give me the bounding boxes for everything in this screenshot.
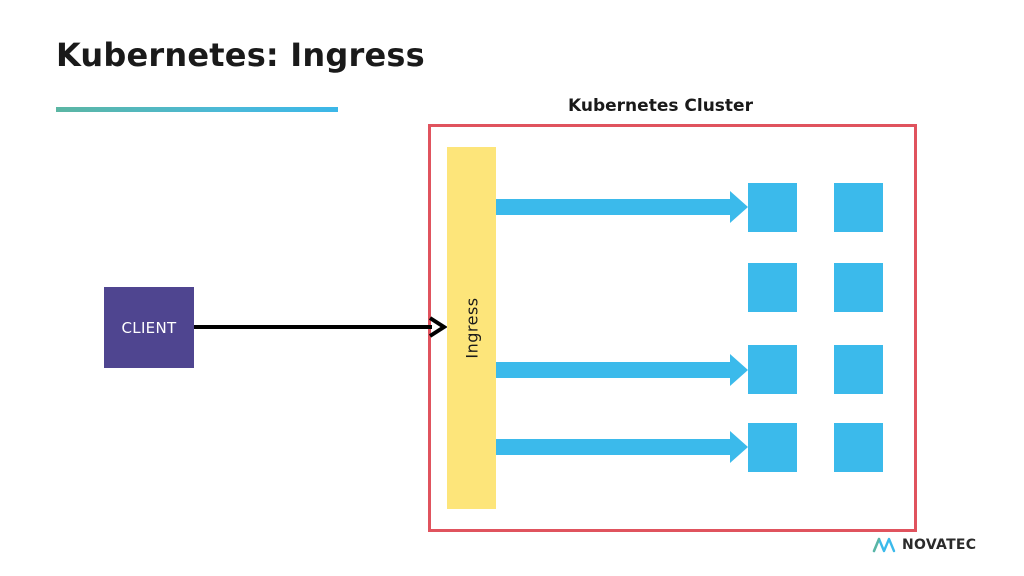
pod-r1-c1 — [748, 183, 797, 232]
slide-title: Kubernetes: Ingress — [56, 36, 425, 74]
novatec-logo-icon — [872, 537, 896, 553]
ingress-route-arrow-3 — [496, 431, 748, 463]
logo-text: NOVATEC — [902, 537, 977, 553]
pod-r2-c1 — [748, 263, 797, 312]
pod-r2-c2 — [834, 263, 883, 312]
ingress-label: Ingress — [462, 297, 481, 359]
ingress-route-arrow-2 — [496, 354, 748, 386]
ingress-bar: Ingress — [447, 147, 496, 509]
pod-r4-c1 — [748, 423, 797, 472]
pod-r1-c2 — [834, 183, 883, 232]
ingress-route-arrow-1 — [496, 191, 748, 223]
pod-r3-c1 — [748, 345, 797, 394]
novatec-logo: NOVATEC — [872, 533, 976, 557]
cluster-label: Kubernetes Cluster — [568, 96, 753, 116]
client-box: CLIENT — [104, 287, 194, 368]
pod-r3-c2 — [834, 345, 883, 394]
pod-r4-c2 — [834, 423, 883, 472]
client-to-ingress-arrowhead — [428, 316, 448, 338]
title-underline — [56, 107, 338, 112]
client-label: CLIENT — [121, 318, 177, 337]
